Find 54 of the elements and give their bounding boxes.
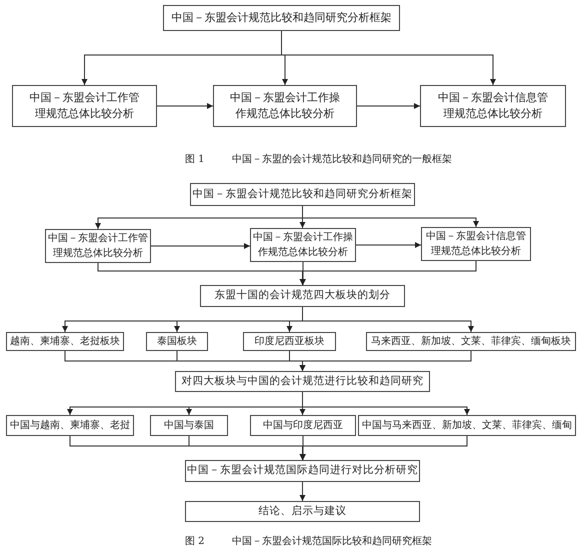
process-box [12,85,157,127]
box-label: 中国－东盟会计规范国际趋同进行对比分析研究 [187,463,418,478]
arrow [300,262,306,286]
process-box [175,371,430,392]
box-label: 中国－东盟会计工作管理规范总体比较分析 [28,90,140,122]
arrow [300,436,306,460]
process-box [358,415,576,436]
process-box [200,285,405,307]
box-label: 中国－东盟会计规范比较和趋同研究分析框架 [192,186,412,202]
box-label: 中国－东盟会计信息管理规范总体比较分析 [437,90,549,122]
box-label: 中国与马来西亚、新加坡、文莱、菲律宾、缅甸 [362,418,572,433]
process-box [6,332,124,351]
box-label: 中国与越南、柬埔寨、老挝 [10,418,130,433]
process-box [250,415,356,436]
box-label: 中国与印度尼西亚 [263,418,343,433]
process-box [366,332,576,351]
figure-caption: 中国－东盟会计规范国际比较和趋同研究框架 [232,534,432,547]
box-label: 印度尼西亚板块 [254,334,324,349]
arrow [300,260,476,286]
arrow [356,103,420,109]
box-label: 马来西亚、新加坡、文莱、菲律宾、缅甸板块 [371,334,571,349]
box-label: 越南、柬埔寨、老挝板块 [10,334,120,349]
box-label: 中国－东盟会计信息管理规范总体比较分析 [425,230,527,259]
process-box [185,460,420,482]
arrow [156,103,214,109]
box-label: 中国－东盟会计规范比较和趋同研究分析框架 [172,10,392,26]
process-box [150,415,228,436]
process-box [243,332,336,351]
arrow [302,306,474,332]
box-label: 对四大板块与中国的会计规范进行比较和趋同研究 [182,374,424,389]
arrow [300,482,306,502]
box-label: 中国－东盟会计工作管理规范总体比较分析 [47,232,149,261]
arrow [300,350,472,372]
arrow [281,30,496,86]
arrow [302,206,479,228]
box-label: 东盟十国的会计规范四大板块的划分 [214,288,390,304]
figure-number: 图 1 [185,153,205,166]
arrow [300,436,468,460]
box-label: 结论、启示与建议 [258,504,346,519]
box-label: 中国－东盟会计工作操作规范总体比较分析 [229,90,341,122]
process-box [185,501,420,522]
process-box [190,183,415,206]
box-label: 中国－东盟会计工作操作规范总体比较分析 [252,230,354,260]
figure-number: 图 2 [185,535,205,547]
process-box [213,85,357,127]
arrow [356,242,422,248]
process-box [163,5,400,31]
box-label: 中国与泰国 [164,418,214,433]
process-box [420,85,566,127]
process-box [6,415,134,436]
figure-caption: 中国－东盟的会计规范比较和趋同研究的一般框架 [232,152,452,166]
process-box [146,332,208,351]
box-label: 泰国板块 [157,334,197,349]
arrow [150,243,250,249]
